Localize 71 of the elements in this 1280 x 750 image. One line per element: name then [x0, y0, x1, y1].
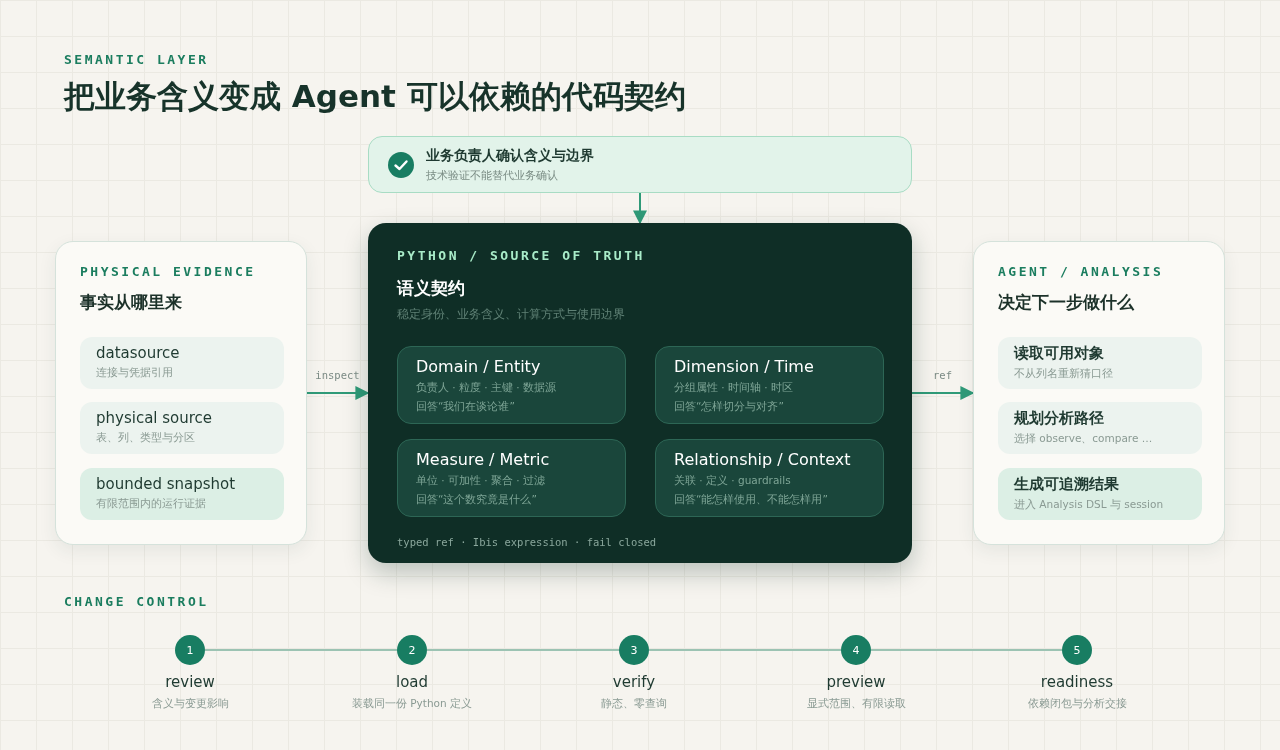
step-number-circle: 4 — [841, 635, 871, 665]
step-description: 静态、零查询 — [600, 697, 668, 711]
step-title: load — [394, 673, 430, 691]
card-title: Relationship / Context — [674, 450, 852, 469]
card-tags: 单位 · 可加性 · 聚合 · 过滤 — [416, 474, 607, 488]
connector-line — [870, 649, 1063, 651]
card-title: Measure / Metric — [416, 450, 551, 469]
card-question: 回答“怎样切分与对齐” — [674, 400, 785, 414]
connector-line — [204, 649, 398, 651]
item-title: datasource — [96, 344, 181, 362]
connector-line — [648, 649, 842, 651]
card-tags: 关联 · 定义 · guardrails — [674, 474, 865, 488]
panel-card — [973, 241, 1225, 545]
panel-card — [55, 241, 307, 545]
step-title: preview — [825, 673, 887, 691]
step-number-circle: 2 — [397, 635, 427, 665]
step-description: 装载同一份 Python 定义 — [350, 697, 474, 711]
arrow — [911, 386, 975, 400]
item-title: 生成可追溯结果 — [1014, 475, 1120, 494]
title: 把业务含义变成 Agent 可以依赖的代码契约 — [64, 77, 686, 116]
contract-panel — [368, 223, 912, 563]
approval-banner — [368, 136, 912, 193]
panel-eyebrow: AGENT / ANALYSIS — [998, 264, 1165, 279]
card-title: Domain / Entity — [416, 357, 542, 376]
item-description: 表、列、类型与分区 — [96, 431, 196, 445]
banner-heading: 业务负责人确认含义与边界 — [426, 147, 595, 165]
item-title: physical source — [96, 409, 214, 427]
concept-card — [655, 439, 884, 517]
item-title: 规划分析路径 — [1014, 409, 1105, 428]
item-description: 不从列名重新猜口径 — [1014, 367, 1114, 381]
panel-eyebrow: PHYSICAL EVIDENCE — [80, 264, 257, 279]
panel-heading: 事实从哪里来 — [80, 291, 183, 314]
step-description: 依赖闭包与分析交接 — [1026, 697, 1128, 711]
concept-card — [397, 439, 626, 517]
item-card — [80, 468, 284, 520]
arrow — [633, 192, 647, 225]
item-description: 进入 Analysis DSL 与 session — [1014, 498, 1165, 512]
panel-subtitle: 稳定身份、业务含义、计算方式与使用边界 — [397, 306, 626, 323]
step-title: review — [164, 673, 216, 691]
item-title: bounded snapshot — [96, 475, 237, 493]
item-description: 有限范围内的运行证据 — [96, 497, 207, 511]
step-description: 含义与变更影响 — [150, 697, 230, 711]
step-number-circle: 3 — [619, 635, 649, 665]
edge-label: inspect — [315, 369, 360, 381]
arrow — [306, 386, 370, 400]
step-title: verify — [611, 673, 657, 691]
item-description: 连接与凭据引用 — [96, 366, 174, 380]
edge-label: ref — [933, 369, 952, 381]
panel-heading: 语义契约 — [397, 277, 466, 300]
item-card — [998, 468, 1202, 520]
item-title: 读取可用对象 — [1014, 344, 1105, 363]
step-description: 显式范围、有限读取 — [805, 697, 907, 711]
section-label: CHANGE CONTROL — [64, 594, 209, 609]
card-tags: 分组属性 · 时间轴 · 时区 — [674, 381, 865, 395]
item-description: 选择 observe、compare … — [1014, 432, 1154, 446]
panel-heading: 决定下一步做什么 — [998, 291, 1135, 314]
step-number-circle: 1 — [175, 635, 205, 665]
card-question: 回答“能怎样使用、不能怎样用” — [674, 493, 829, 507]
card-question: 回答“我们在谈论谁” — [416, 400, 516, 414]
eyebrow-label: SEMANTIC LAYER — [64, 52, 209, 67]
card-tags: 负责人 · 粒度 · 主键 · 数据源 — [416, 381, 607, 395]
step-title: readiness — [1039, 673, 1115, 691]
concept-card — [397, 346, 626, 424]
panel-eyebrow: PYTHON / SOURCE OF TRUTH — [397, 248, 646, 263]
panel-footer: typed ref · Ibis expression · fail closed — [397, 536, 657, 548]
step-number-circle: 5 — [1062, 635, 1092, 665]
card-question: 回答“这个数究竟是什么” — [416, 493, 538, 507]
banner-note: 技术验证不能替代业务确认 — [426, 169, 559, 183]
concept-card — [655, 346, 884, 424]
card-title: Dimension / Time — [674, 357, 815, 376]
connector-line — [426, 649, 620, 651]
